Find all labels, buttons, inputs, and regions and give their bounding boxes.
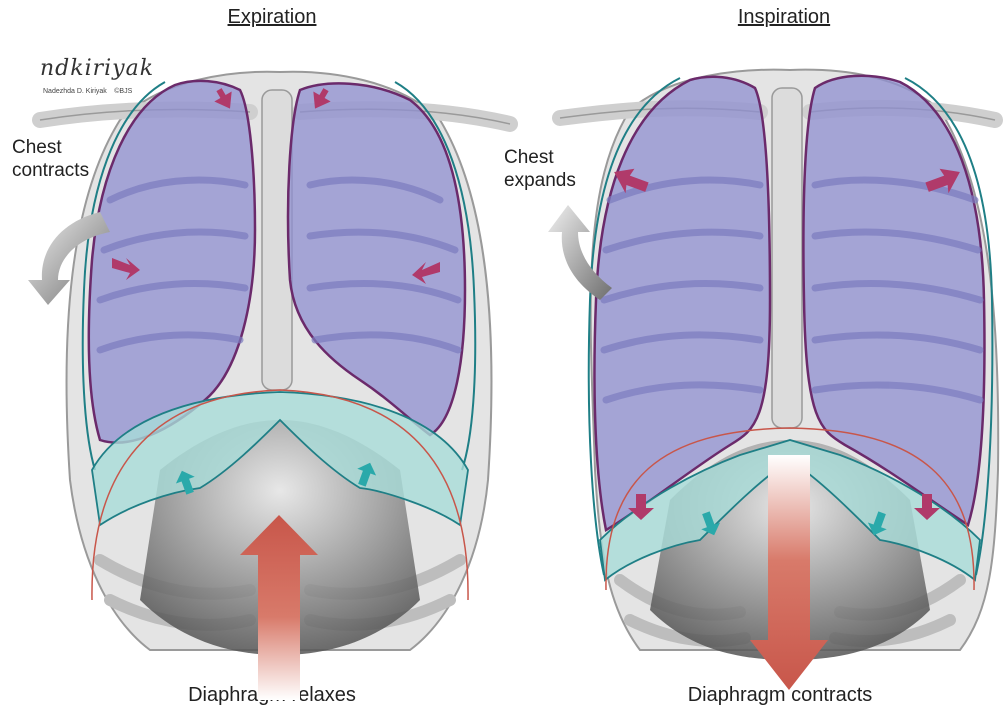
sternum-insp	[772, 88, 802, 428]
